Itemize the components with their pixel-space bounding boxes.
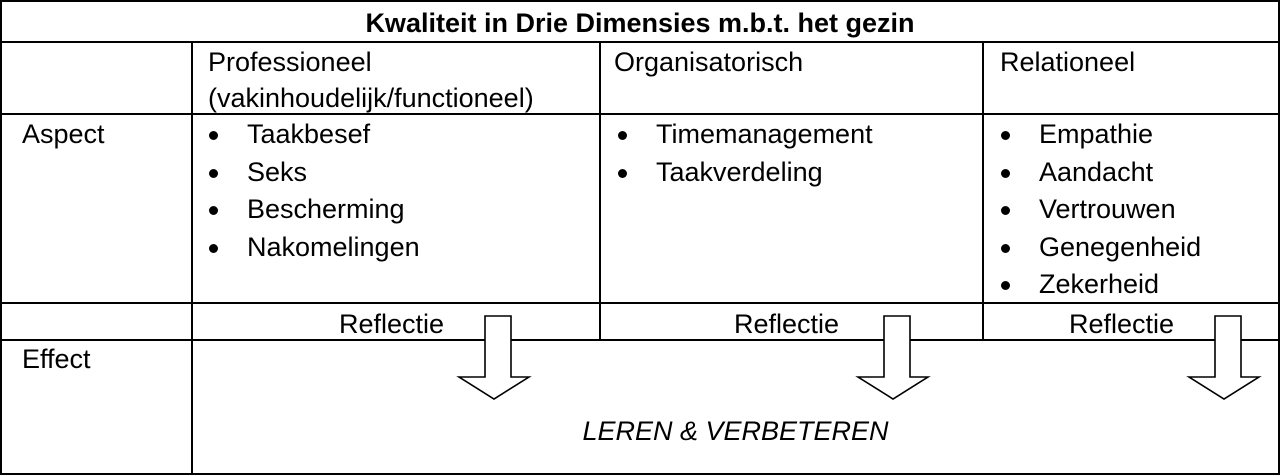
effect-text: LEREN & VERBETEREN <box>582 416 889 446</box>
arrow-down-icon <box>855 315 931 400</box>
table-title: Kwaliteit in Drie Dimensies m.b.t. het g… <box>365 8 915 38</box>
list-item: Genegenheid <box>987 229 1201 267</box>
table-rule-title <box>0 41 1280 43</box>
aspect-list-relational: Empathie Aandacht Vertrouwen Genegenheid… <box>987 116 1201 304</box>
arrow-down-icon <box>456 315 532 400</box>
reflection-label-organizational: Reflectie <box>734 309 840 339</box>
table-border-bottom <box>0 473 1280 475</box>
list-item: Bescherming <box>195 191 420 229</box>
list-item: Vertrouwen <box>987 191 1201 229</box>
list-item: Seks <box>195 154 420 192</box>
row-label-effect: Effect <box>22 344 91 374</box>
list-item: Timemanagement <box>604 116 873 154</box>
aspect-list-organizational: Timemanagement Taakverdeling <box>604 116 873 191</box>
list-item: Taakbesef <box>195 116 420 154</box>
list-item: Nakomelingen <box>195 229 420 267</box>
table-rule-header <box>0 113 1280 115</box>
list-item: Empathie <box>987 116 1201 154</box>
table-rule-col2 <box>599 41 601 341</box>
table-border-right <box>1278 0 1280 475</box>
table-border-left <box>0 0 2 475</box>
reflection-label-relational: Reflectie <box>1069 309 1175 339</box>
aspect-list-professional: Taakbesef Seks Bescherming Nakomelingen <box>195 116 420 266</box>
list-item: Zekerheid <box>987 266 1201 304</box>
row-label-aspect: Aspect <box>22 119 105 149</box>
table-border-top <box>0 0 1280 2</box>
table-rule-col1 <box>191 41 193 475</box>
reflection-label-professional: Reflectie <box>339 309 445 339</box>
arrow-down-icon <box>1186 315 1262 400</box>
table-rule-col3 <box>982 41 984 341</box>
header-professional-subtitle: (vakinhoudelijk/functioneel) <box>208 83 534 113</box>
list-item: Taakverdeling <box>604 154 873 192</box>
header-professional: Professioneel <box>208 47 372 77</box>
table-rule-aspect <box>0 302 1280 304</box>
list-item: Aandacht <box>987 154 1201 192</box>
header-organizational: Organisatorisch <box>614 47 804 77</box>
header-relational: Relationeel <box>1000 47 1136 77</box>
table-rule-reflection <box>0 339 1280 341</box>
